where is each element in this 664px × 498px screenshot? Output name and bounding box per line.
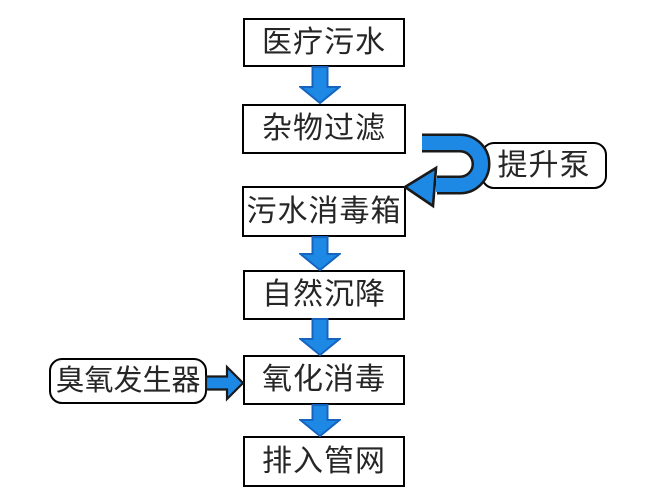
node-medical-wastewater: 医疗污水 xyxy=(243,18,405,67)
flow-arrow-down-2 xyxy=(299,236,341,271)
node-ozone-generator: 臭氧发生器 xyxy=(49,358,207,404)
flow-arrow-down-1 xyxy=(299,66,341,104)
node-debris-filtration: 杂物过滤 xyxy=(242,104,406,154)
node-sewage-disinfection-tank-label: 污水消毒箱 xyxy=(246,194,402,228)
node-discharge-pipe-network: 排入管网 xyxy=(243,436,405,487)
node-medical-wastewater-label: 医疗污水 xyxy=(262,25,386,59)
node-discharge-pipe-network-label: 排入管网 xyxy=(262,444,386,478)
node-sewage-disinfection-tank: 污水消毒箱 xyxy=(242,186,406,237)
node-natural-sedimentation: 自然沉降 xyxy=(243,270,405,320)
flow-arrow-ozone-to-oxidation xyxy=(205,364,245,402)
node-ozone-generator-label: 臭氧发生器 xyxy=(55,364,201,397)
flow-arrow-down-3 xyxy=(299,318,341,356)
node-lift-pump: 提升泵 xyxy=(481,142,607,189)
flow-arrow-curved-lift-pump xyxy=(402,133,491,209)
node-oxidation-disinfection: 氧化消毒 xyxy=(243,355,405,405)
flow-arrow-down-4 xyxy=(299,404,341,437)
node-lift-pump-label: 提升泵 xyxy=(497,148,591,182)
node-debris-filtration-label: 杂物过滤 xyxy=(262,112,386,145)
node-natural-sedimentation-label: 自然沉降 xyxy=(262,278,386,311)
node-oxidation-disinfection-label: 氧化消毒 xyxy=(262,363,386,396)
